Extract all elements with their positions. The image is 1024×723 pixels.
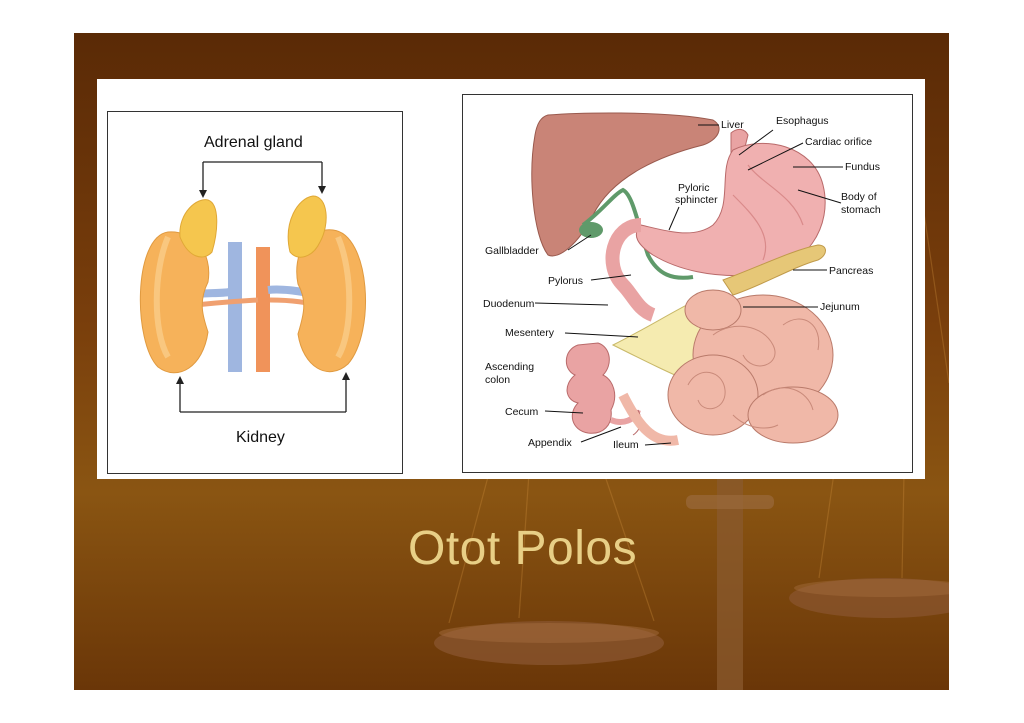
liver-label: Liver bbox=[721, 119, 744, 131]
mesentery-label: Mesentery bbox=[505, 327, 555, 339]
kidney-adrenal-figure: Adrenal gland bbox=[107, 111, 403, 474]
slide: Adrenal gland bbox=[74, 33, 949, 690]
cardiac-orifice-label: Cardiac orifice bbox=[805, 136, 872, 148]
jejunum-label: Jejunum bbox=[820, 301, 860, 313]
pyloric-sphincter-label-line1: Pyloric bbox=[678, 182, 710, 194]
balance-scale-decoration bbox=[434, 212, 949, 690]
body-of-stomach-label-line1: Body of bbox=[841, 191, 877, 203]
esophagus-label: Esophagus bbox=[776, 115, 829, 127]
ileum-label: Ileum bbox=[613, 439, 639, 451]
fundus-label: Fundus bbox=[845, 161, 880, 173]
adrenal-gland-label: Adrenal gland bbox=[204, 134, 303, 151]
ascending-colon-label-line1: Ascending bbox=[485, 361, 534, 373]
ascending-colon-label-line2: colon bbox=[485, 374, 510, 386]
digestive-system-figure: Liver Esophagus Cardiac orifice Fundus B… bbox=[462, 94, 913, 473]
pylorus-label: Pylorus bbox=[548, 275, 583, 287]
body-of-stomach-label-line2: stomach bbox=[841, 204, 881, 216]
pancreas-label: Pancreas bbox=[829, 265, 873, 277]
kidney-label: Kidney bbox=[236, 429, 285, 446]
gallbladder-label: Gallbladder bbox=[485, 245, 539, 257]
appendix-label: Appendix bbox=[528, 437, 573, 449]
slide-title: Otot Polos bbox=[408, 522, 638, 575]
cecum-label: Cecum bbox=[505, 406, 539, 418]
duodenum-label: Duodenum bbox=[483, 298, 535, 310]
pyloric-sphincter-label-line2: sphincter bbox=[675, 194, 718, 206]
image-panel: Adrenal gland bbox=[97, 79, 925, 479]
